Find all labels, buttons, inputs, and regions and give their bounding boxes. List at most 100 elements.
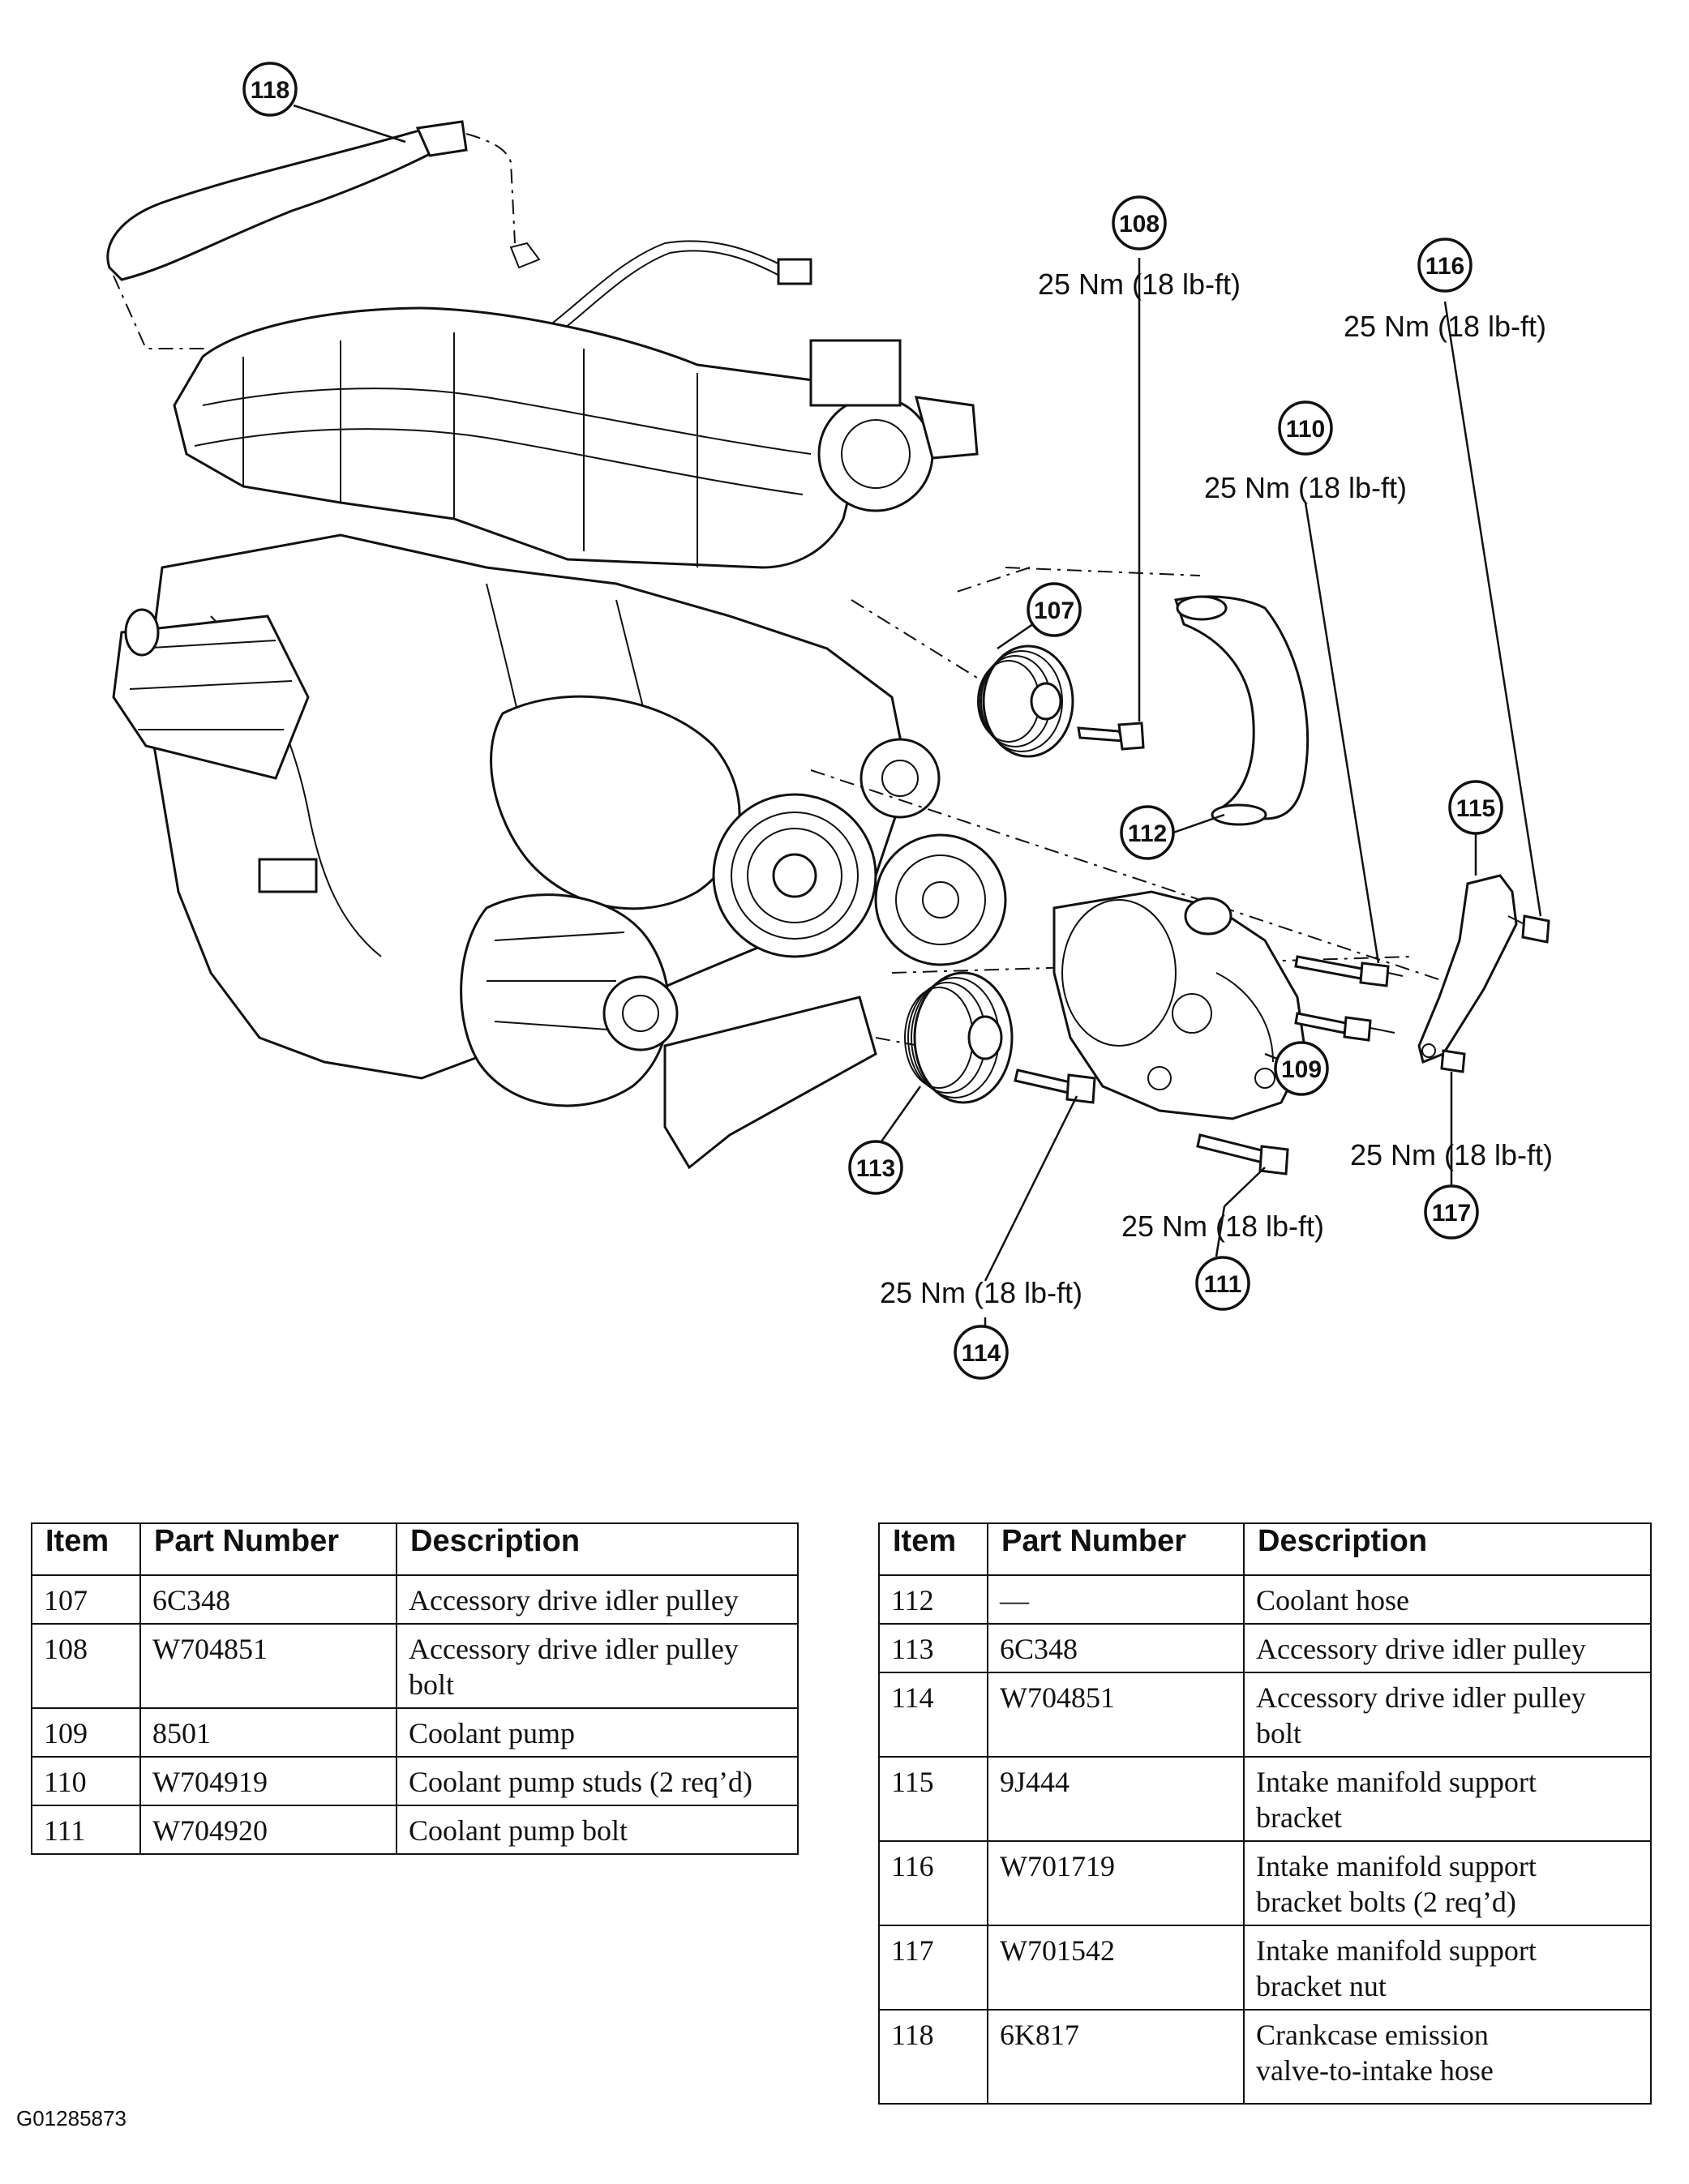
table-row: 116 W701719 Intake manifold support brac… [878, 1840, 1652, 1926]
coolant-pump-studs [1294, 955, 1404, 1042]
torque-spec-114: 25 Nm (18 lb-ft) [880, 1276, 1082, 1309]
description-cell: Intake manifold support bracket bolts (2… [1243, 1840, 1652, 1926]
item-cell: 116 [878, 1840, 988, 1926]
item-cell: 112 [878, 1574, 988, 1625]
callout-107: 107 [1027, 582, 1082, 637]
callout-113: 113 [848, 1140, 903, 1195]
description-cell: Coolant hose [1243, 1574, 1652, 1625]
coolant-pump [1052, 890, 1307, 1120]
item-cell: 111 [31, 1805, 141, 1855]
part-number-cell: W704851 [139, 1623, 397, 1709]
callout-118: 118 [242, 62, 298, 117]
svg-text:108: 108 [1119, 211, 1160, 238]
table-row: 112 — Coolant hose [878, 1574, 1652, 1625]
alternator [460, 893, 671, 1107]
intake-manifold-support-bracket-nut [1440, 1049, 1466, 1073]
item-cell: 110 [31, 1756, 141, 1806]
part-number-cell: 9J444 [987, 1756, 1245, 1842]
torque-spec-110: 25 Nm (18 lb-ft) [1204, 471, 1407, 504]
part-number-cell: 6C348 [987, 1623, 1245, 1673]
table-row: 110 W704919 Coolant pump studs (2 req’d) [31, 1756, 799, 1806]
callout-109: 109 [1274, 1041, 1329, 1096]
svg-text:117: 117 [1432, 1200, 1471, 1227]
coolant-hose [1174, 595, 1309, 820]
idler-pulley-bolt-upper [1077, 722, 1145, 751]
part-number-cell: — [987, 1574, 1245, 1625]
table-row: 115 9J444 Intake manifold support bracke… [878, 1756, 1652, 1842]
item-cell: 118 [878, 2009, 988, 2105]
callout-115: 115 [1448, 780, 1503, 835]
idler-pulley-bolt-lower [1014, 1068, 1096, 1104]
column-header-item: Item [31, 1522, 141, 1576]
svg-text:118: 118 [251, 77, 289, 104]
table-header-row: Item Part Number Description [31, 1522, 799, 1576]
item-cell: 114 [878, 1672, 988, 1758]
description-cell: Coolant pump studs (2 req’d) [396, 1756, 799, 1806]
part-number-cell: W701542 [987, 1925, 1245, 2011]
callout-116: 116 [1417, 238, 1473, 293]
svg-text:111: 111 [1204, 1271, 1242, 1298]
intake-manifold [173, 306, 864, 569]
torque-spec-117: 25 Nm (18 lb-ft) [1350, 1138, 1553, 1171]
parts-table-left: Item Part Number Description 107 6C348 A… [31, 1522, 799, 1855]
exploded-engine-diagram: 118 108 25 Nm (18 lb-ft) 116 25 Nm (18 l… [106, 62, 1553, 1380]
callout-114: 114 [954, 1325, 1009, 1380]
torque-spec-108: 25 Nm (18 lb-ft) [1038, 268, 1241, 301]
svg-text:115: 115 [1456, 795, 1495, 822]
intake-manifold-support-bracket [1417, 874, 1518, 1064]
engine-illustration [106, 120, 1468, 1170]
part-number-cell: 6C348 [139, 1574, 397, 1625]
svg-text:112: 112 [1128, 820, 1167, 847]
table-row: 111 W704920 Coolant pump bolt [31, 1805, 799, 1855]
svg-text:109: 109 [1281, 1056, 1322, 1083]
column-header-description: Description [396, 1522, 799, 1576]
callout-111: 111 [1195, 1256, 1250, 1311]
part-number-cell: W701719 [987, 1840, 1245, 1926]
intake-manifold-support-bracket-bolt [1521, 914, 1550, 944]
callout-112: 112 [1120, 805, 1175, 860]
idler-pulley-lower [904, 971, 1014, 1104]
item-cell: 113 [878, 1623, 988, 1673]
description-cell: Accessory drive idler pulley bolt [1243, 1672, 1652, 1758]
part-number-cell: W704851 [987, 1672, 1245, 1758]
part-number-cell: 6K817 [987, 2009, 1245, 2105]
item-cell: 115 [878, 1756, 988, 1842]
table-row: 114 W704851 Accessory drive idler pulley… [878, 1672, 1652, 1758]
table-row: 113 6C348 Accessory drive idler pulley [878, 1623, 1652, 1673]
svg-text:107: 107 [1034, 597, 1074, 624]
column-header-item: Item [878, 1522, 988, 1576]
table-row: 109 8501 Coolant pump [31, 1707, 799, 1758]
table-row: 117 W701542 Intake manifold support brac… [878, 1925, 1652, 2011]
svg-text:113: 113 [856, 1155, 895, 1182]
svg-text:114: 114 [962, 1340, 1001, 1367]
table-row: 107 6C348 Accessory drive idler pulley [31, 1574, 799, 1625]
part-number-cell: 8501 [139, 1707, 397, 1758]
description-cell: Coolant pump bolt [396, 1805, 799, 1855]
part-number-cell: W704920 [139, 1805, 397, 1855]
torque-spec-111: 25 Nm (18 lb-ft) [1121, 1210, 1324, 1243]
callout-108: 108 [1112, 195, 1167, 251]
idler-pulley-upper [977, 644, 1074, 758]
torque-spec-116: 25 Nm (18 lb-ft) [1344, 310, 1546, 343]
item-cell: 117 [878, 1925, 988, 2011]
figure-id: G01285873 [16, 2106, 126, 2130]
parts-table-right: Item Part Number Description 112 — Coola… [878, 1522, 1652, 2105]
callout-117: 117 [1424, 1184, 1479, 1240]
column-header-description: Description [1243, 1522, 1652, 1576]
item-cell: 109 [31, 1707, 141, 1758]
table-header-row: Item Part Number Description [878, 1522, 1652, 1576]
callout-110: 110 [1278, 400, 1333, 456]
part-number-cell: W704919 [139, 1756, 397, 1806]
svg-text:110: 110 [1286, 416, 1325, 443]
description-cell: Coolant pump [396, 1707, 799, 1758]
table-row: 108 W704851 Accessory drive idler pulley… [31, 1623, 799, 1709]
column-header-part-number: Part Number [139, 1522, 397, 1576]
column-header-part-number: Part Number [987, 1522, 1245, 1576]
description-cell: Intake manifold support bracket [1243, 1756, 1652, 1842]
item-cell: 108 [31, 1623, 141, 1709]
description-cell: Accessory drive idler pulley [1243, 1623, 1652, 1673]
svg-text:116: 116 [1425, 253, 1464, 280]
coolant-pump-bolt [1196, 1133, 1289, 1176]
description-cell: Crankcase emission valve-to-intake hose [1243, 2009, 1652, 2105]
description-cell: Intake manifold support bracket nut [1243, 1925, 1652, 2011]
